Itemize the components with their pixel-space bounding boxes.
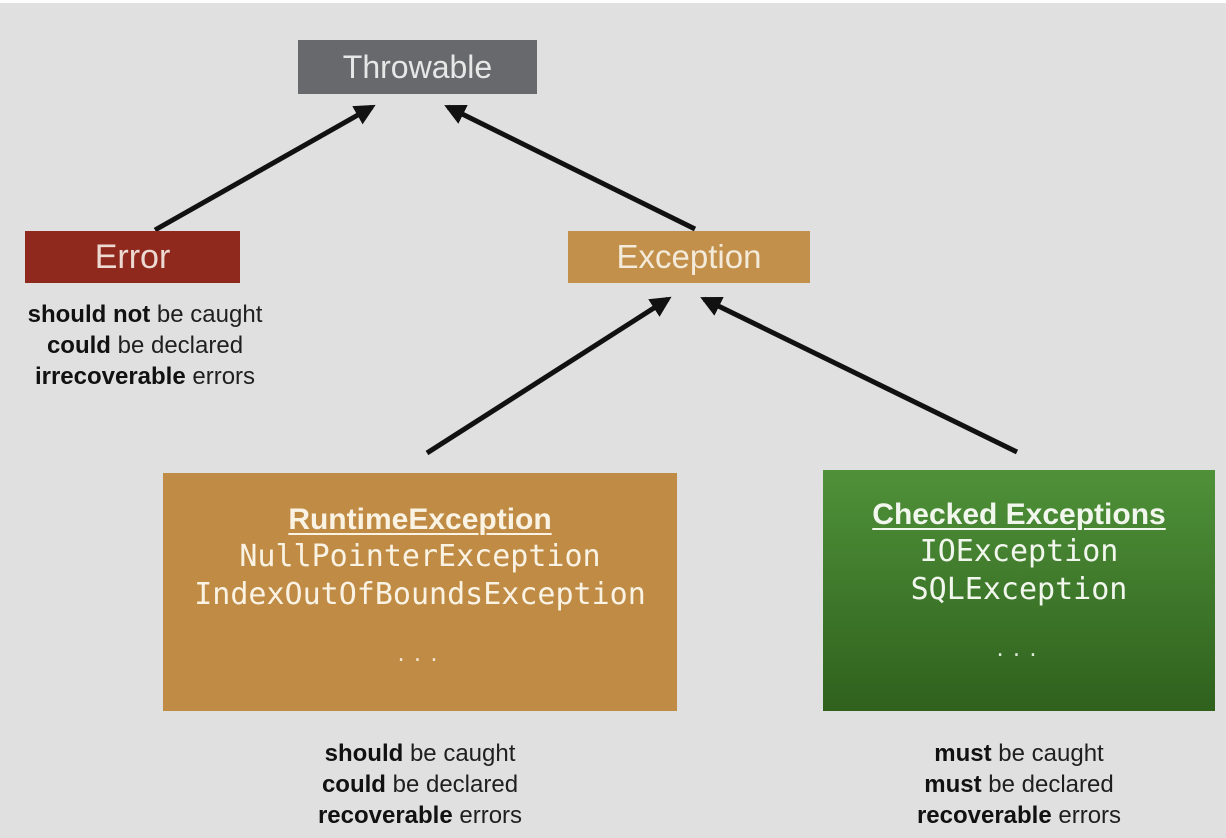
node-checked-exceptions: Checked Exceptions IOException SQLExcept… [823,470,1215,711]
caption-rest: be declared [110,332,244,359]
runtime-example-2: IndexOutOfBoundsException [194,576,646,612]
caption-line: recoverable errors [270,800,570,831]
caption-bold: recoverable [317,802,453,829]
caption-bold: should not [27,301,151,328]
node-throwable-label: Throwable [342,48,493,85]
inheritance-arrows [153,104,1019,456]
caption-runtime: should be caught could be declared recov… [270,738,570,831]
checked-example-2: SQLException [910,571,1128,607]
checked-ellipsis: ... [994,639,1044,662]
caption-rest: errors [185,363,256,390]
caption-line: recoverable errors [869,800,1169,831]
caption-bold: should [324,740,404,767]
caption-bold: could [46,332,111,359]
arrow-checked-to-exception [700,296,1019,455]
caption-rest: be caught [150,301,263,328]
runtime-example-1: NullPointerException [239,538,601,574]
caption-error: should not be caught could be declared i… [0,299,290,392]
caption-line: could be declared [270,769,570,800]
node-error: Error [25,231,240,283]
caption-rest: be declared [385,771,519,798]
caption-rest: be caught [403,740,516,767]
node-runtime-exception: RuntimeException NullPointerException In… [163,473,677,711]
runtime-ellipsis: ... [395,644,445,667]
node-runtime-title: RuntimeException [288,503,552,536]
node-exception: Exception [568,231,810,283]
node-error-label: Error [94,237,171,276]
node-throwable: Throwable [298,40,537,94]
caption-checked: must be caught must be declared recovera… [869,738,1169,831]
checked-example-1: IOException [919,533,1119,569]
caption-line: irrecoverable errors [0,361,290,392]
caption-rest: errors [1051,802,1122,829]
arrow-exception-to-throwable [444,104,697,232]
caption-line: must be caught [869,738,1169,769]
arrow-runtime-to-exception [425,296,672,456]
caption-rest: errors [452,802,523,829]
caption-bold: must [934,740,992,767]
caption-line: should not be caught [0,299,290,330]
caption-line: should be caught [270,738,570,769]
caption-bold: irrecoverable [34,363,186,390]
node-exception-label: Exception [616,238,762,275]
caption-rest: be caught [991,740,1104,767]
caption-line: must be declared [869,769,1169,800]
caption-bold: could [321,771,386,798]
arrow-error-to-throwable [153,104,376,233]
caption-rest: be declared [981,771,1114,798]
caption-bold: must [924,771,982,798]
caption-bold: recoverable [916,802,1052,829]
caption-line: could be declared [0,330,290,361]
node-checked-title: Checked Exceptions [872,498,1166,531]
